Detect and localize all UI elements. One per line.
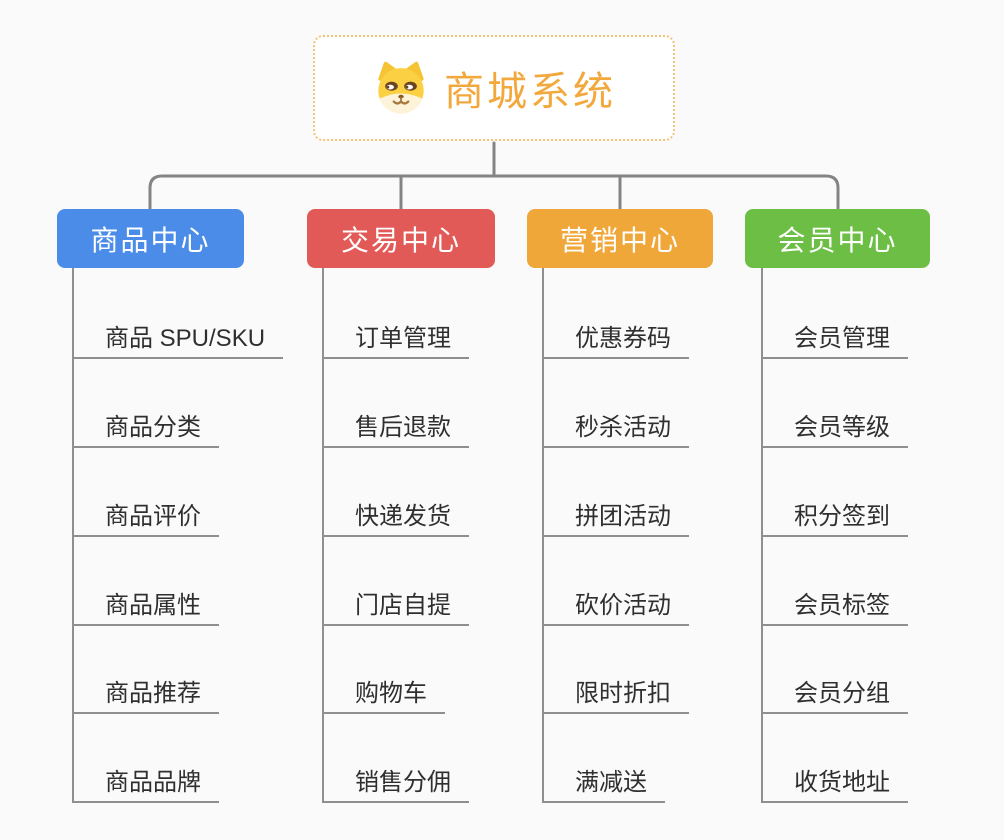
leaf-label: 商品推荐 [105, 680, 201, 707]
leaf-item[interactable]: 砍价活动 [542, 574, 689, 626]
leaf-item[interactable]: 拼团活动 [542, 485, 689, 537]
leaf-label: 购物车 [355, 680, 427, 707]
leaf-item[interactable]: 收货地址 [761, 751, 908, 803]
leaf-item[interactable]: 购物车 [322, 662, 445, 714]
leaf-item[interactable]: 满减送 [542, 751, 665, 803]
leaf-item[interactable]: 订单管理 [322, 307, 469, 359]
branch-box-marketing-center[interactable]: 营销中心 [527, 209, 713, 268]
leaf-item[interactable]: 商品属性 [72, 574, 219, 626]
dog-face-icon [378, 61, 424, 114]
leaf-label: 商品 SPU/SKU [105, 325, 266, 352]
leaf-label: 销售分佣 [355, 769, 451, 796]
leaf-item[interactable]: 会员分组 [761, 662, 908, 714]
leaf-label: 商品属性 [105, 592, 201, 619]
branch-trunk-line [542, 268, 544, 801]
leaf-label: 订单管理 [355, 325, 451, 352]
leaf-item[interactable]: 积分签到 [761, 485, 908, 537]
leaf-item[interactable]: 限时折扣 [542, 662, 689, 714]
leaf-item[interactable]: 快递发货 [322, 485, 469, 537]
leaf-label: 会员分组 [794, 680, 890, 707]
branch-label: 会员中心 [777, 224, 898, 256]
leaf-label: 满减送 [575, 769, 647, 796]
branch-trunk-line [322, 268, 324, 801]
leaf-label: 售后退款 [355, 414, 451, 441]
branch-label: 交易中心 [340, 224, 461, 256]
leaf-item[interactable]: 销售分佣 [322, 751, 469, 803]
leaf-label: 会员等级 [794, 414, 890, 441]
leaf-label: 拼团活动 [575, 503, 671, 530]
leaf-label: 优惠券码 [575, 325, 671, 352]
root-title: 商城系统 [444, 70, 616, 114]
leaf-item[interactable]: 商品品牌 [72, 751, 219, 803]
leaf-label: 收货地址 [794, 769, 890, 796]
leaf-label: 商品品牌 [105, 769, 201, 796]
leaf-item[interactable]: 商品分类 [72, 396, 219, 448]
leaf-item[interactable]: 门店自提 [322, 574, 469, 626]
leaf-item[interactable]: 会员标签 [761, 574, 908, 626]
leaf-label: 积分签到 [794, 503, 890, 530]
leaf-label: 商品评价 [105, 503, 201, 530]
branch-label: 营销中心 [559, 224, 680, 256]
branch-box-member-center[interactable]: 会员中心 [745, 209, 930, 268]
leaf-item[interactable]: 商品 SPU/SKU [72, 307, 284, 359]
branch-trunk-line [72, 268, 74, 801]
leaf-item[interactable]: 会员管理 [761, 307, 908, 359]
leaf-label: 快递发货 [355, 503, 451, 530]
branch-box-trade-center[interactable]: 交易中心 [307, 209, 495, 268]
leaf-label: 门店自提 [355, 592, 451, 619]
leaf-label: 会员标签 [794, 592, 890, 619]
branch-label: 商品中心 [90, 224, 211, 256]
leaf-item[interactable]: 商品推荐 [72, 662, 219, 714]
leaf-label: 砍价活动 [575, 592, 671, 619]
leaf-label: 秒杀活动 [575, 414, 671, 441]
root-node[interactable]: 商城系统 [313, 35, 675, 141]
leaf-item[interactable]: 优惠券码 [542, 307, 689, 359]
leaf-label: 会员管理 [794, 325, 890, 352]
leaf-label: 限时折扣 [575, 680, 671, 707]
leaf-item[interactable]: 商品评价 [72, 485, 219, 537]
leaf-item[interactable]: 秒杀活动 [542, 396, 689, 448]
leaf-item[interactable]: 售后退款 [322, 396, 469, 448]
branch-trunk-line [761, 268, 763, 801]
leaf-item[interactable]: 会员等级 [761, 396, 908, 448]
leaf-label: 商品分类 [105, 414, 201, 441]
branch-box-product-center[interactable]: 商品中心 [57, 209, 244, 268]
